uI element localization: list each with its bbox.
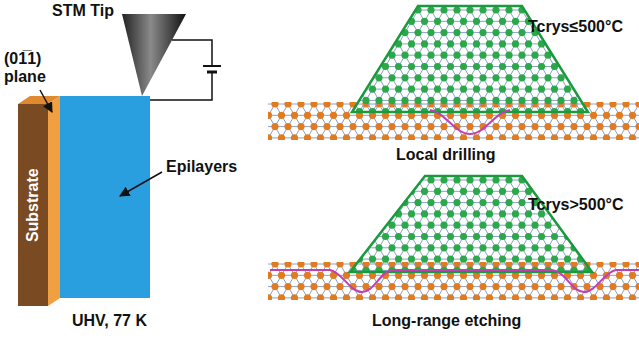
figure-label: Tcrys>500°C: [528, 196, 624, 214]
stm-tip: [122, 14, 186, 96]
top-face: [18, 96, 60, 104]
plane-face: [48, 96, 60, 306]
interface-line: [270, 270, 639, 292]
interface-line: [430, 110, 510, 134]
leader-arrow: [40, 90, 52, 112]
figure-label: Tcrys≤500°C: [528, 18, 623, 36]
battery-symbol: [203, 65, 221, 67]
figure-label: Epilayers: [166, 158, 237, 176]
substrate-block: [18, 104, 48, 306]
figure-label: UHV, 77 K: [72, 312, 147, 330]
island-outline: [350, 176, 592, 272]
figure-label: STM Tip: [52, 2, 114, 20]
figure-label: Local drilling: [396, 146, 496, 164]
bias-wire: [172, 40, 212, 66]
epilayer-face: [60, 96, 150, 298]
figure-label: Long-range etching: [372, 312, 521, 330]
figure-label: (01̅1) plane: [4, 50, 64, 87]
atom-lattice: [256, 6, 639, 309]
bias-wire: [150, 72, 212, 100]
figure-label: Substrate: [24, 168, 42, 242]
leader-arrow: [120, 172, 162, 196]
